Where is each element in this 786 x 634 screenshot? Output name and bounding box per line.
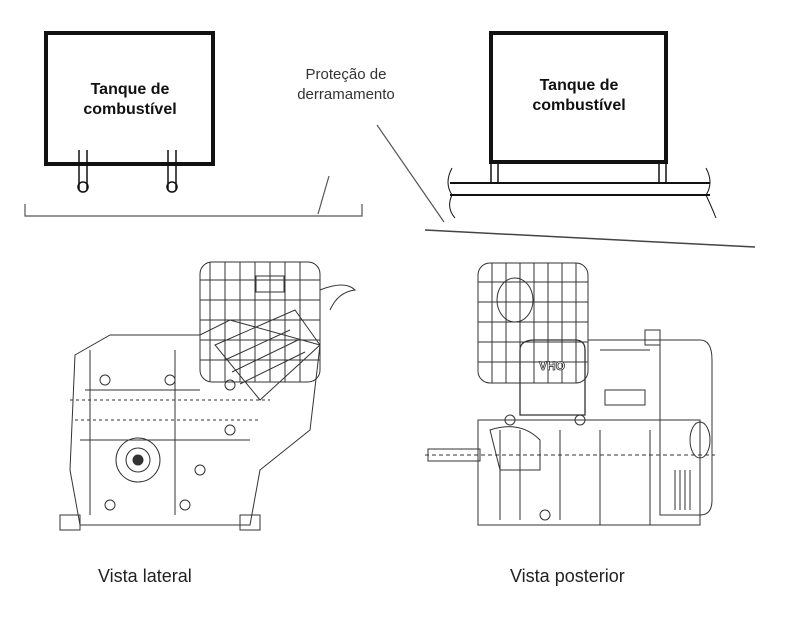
left-tank-label: Tanque de combustível xyxy=(46,80,214,120)
spill-guard-label-line1: Proteção de xyxy=(305,66,387,83)
right-tank-label: Tanque de combustível xyxy=(495,76,663,116)
left-tank-label-line1: Tanque de xyxy=(90,81,170,98)
left-spill-tray xyxy=(24,204,363,217)
right-tank-label-line1: Tanque de xyxy=(539,77,619,94)
spill-guard-label: Proteção de derramamento xyxy=(276,65,416,105)
caption-rear-view: Vista posterior xyxy=(510,566,625,586)
engine-rear-view: OHV xyxy=(425,262,715,526)
right-fuel-tank xyxy=(447,31,717,219)
spill-guard-label-line2: derramamento xyxy=(297,86,395,103)
left-fuel-tank xyxy=(44,31,215,193)
right-spill-tray xyxy=(424,229,756,248)
ohv-logo: OHV xyxy=(539,359,565,373)
right-tank-label-line2: combustível xyxy=(532,97,626,114)
engine-side-view xyxy=(59,261,357,531)
callout-leaders xyxy=(317,124,445,223)
left-tank-label-line2: combustível xyxy=(83,101,177,118)
caption-side-view: Vista lateral xyxy=(98,566,192,586)
